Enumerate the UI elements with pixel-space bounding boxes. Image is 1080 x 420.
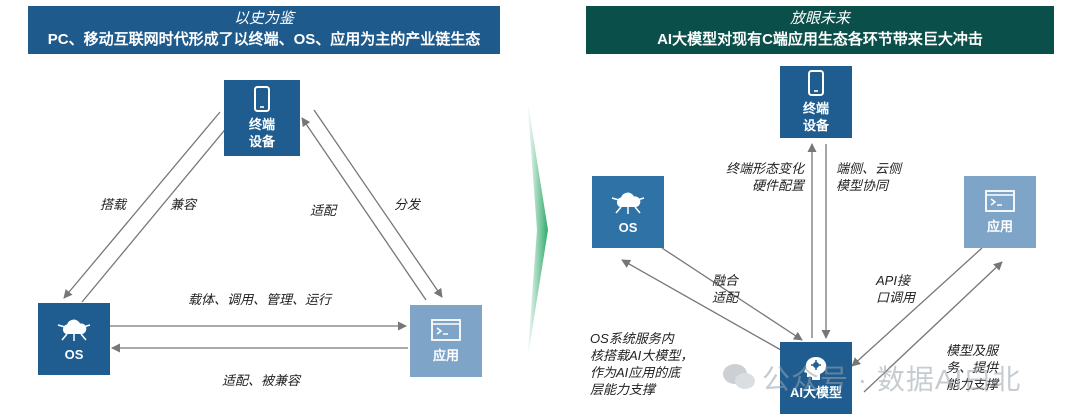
- arrow-device-to-os: [63, 111, 221, 299]
- arrow-os-to-device: [81, 119, 234, 303]
- left-title: 以史为鉴: [233, 10, 294, 27]
- arrow-app-to-ai: [851, 247, 983, 367]
- ai-model-label: AI大模型: [789, 385, 842, 400]
- right-title: 放眼未来: [789, 10, 850, 27]
- cloud-network-icon: [611, 192, 645, 214]
- label-terminal-change: 终端形态变化 硬件配置: [722, 160, 804, 194]
- label-edge-cloud-2: 模型协同: [836, 178, 889, 193]
- label-terminal-change-2: 硬件配置: [751, 178, 804, 193]
- label-os-service-4: 层能力支撑: [590, 382, 656, 397]
- label-model-service-3: 能力支撑: [946, 377, 999, 392]
- left-os-node: OS: [38, 303, 110, 375]
- phone-icon: [808, 70, 824, 96]
- left-os-label: OS: [64, 346, 84, 362]
- label-adapt: 适配: [310, 203, 337, 218]
- label-fusion-1: 融合: [712, 273, 739, 288]
- arrow-ai-to-app: [863, 261, 1003, 393]
- label-edge-cloud-1: 端侧、云侧: [836, 161, 902, 176]
- label-fusion: 融合 适配: [712, 272, 738, 306]
- cloud-network-icon: [57, 319, 91, 341]
- label-fusion-2: 适配: [712, 290, 739, 305]
- label-os-service-3: 作为AI应用的底: [590, 365, 681, 380]
- label-api-1: API接: [876, 273, 910, 288]
- ai-model-node: AI大模型: [780, 342, 852, 414]
- left-app-node: 应用: [410, 305, 482, 377]
- arrow-app-to-device: [301, 117, 427, 301]
- ai-brain-icon: [804, 357, 827, 380]
- right-os-label: OS: [618, 219, 638, 235]
- label-os-service-1: OS系统服务内: [590, 331, 674, 346]
- right-device-node: 终端 设备: [780, 66, 852, 138]
- wechat-icon: [723, 364, 755, 389]
- label-edge-cloud: 端侧、云侧 模型协同: [836, 160, 901, 194]
- label-api: API接 口调用: [876, 272, 915, 306]
- left-subtitle: PC、移动互联网时代形成了以终端、OS、应用为主的产业链生态: [47, 31, 481, 48]
- label-model-service-2: 务、提供: [946, 360, 999, 375]
- label-os-service: OS系统服务内 核搭载AI大模型， 作为AI应用的底 层能力支撑: [590, 330, 693, 398]
- left-device-label-1: 终端: [248, 117, 275, 132]
- label-carry: 搭载: [100, 197, 127, 212]
- label-compatible: 兼容: [170, 197, 197, 212]
- arrow-device-to-app: [313, 109, 443, 298]
- left-device-node: 终端 设备: [224, 80, 300, 156]
- right-app-node: 应用: [964, 176, 1036, 248]
- arrow-os-to-ai: [661, 247, 803, 341]
- arrow-ai-to-os: [621, 259, 789, 355]
- right-device-label-1: 终端: [802, 101, 829, 116]
- right-header-banner: 放眼未来 AI大模型对现有C端应用生态各环节带来巨大冲击: [586, 6, 1054, 54]
- left-device-label-2: 设备: [248, 134, 275, 149]
- label-api-2: 口调用: [876, 290, 916, 305]
- label-model-service-1: 模型及服: [946, 343, 999, 358]
- phone-icon: [254, 86, 270, 112]
- right-device-label-2: 设备: [802, 118, 829, 133]
- label-model-service: 模型及服 务、提供 能力支撑: [946, 342, 998, 393]
- label-os-service-2: 核搭载AI大模型，: [590, 348, 694, 363]
- label-terminal-change-1: 终端形态变化: [725, 161, 804, 176]
- label-os-to-app: 载体、调用、管理、运行: [188, 292, 332, 307]
- left-app-label: 应用: [432, 347, 459, 363]
- right-os-node: OS: [592, 176, 664, 248]
- label-app-to-os: 适配、被兼容: [222, 373, 301, 388]
- left-header-banner: 以史为鉴 PC、移动互联网时代形成了以终端、OS、应用为主的产业链生态: [28, 6, 500, 54]
- terminal-window-icon: [431, 318, 461, 341]
- right-subtitle: AI大模型对现有C端应用生态各环节带来巨大冲击: [657, 31, 983, 48]
- chevron-arrow-icon: [527, 98, 548, 362]
- label-distribute: 分发: [394, 197, 421, 212]
- right-app-label: 应用: [986, 218, 1013, 234]
- watermark-text: 公众号 · 数据AI白北: [762, 364, 1022, 395]
- terminal-window-icon: [985, 189, 1015, 212]
